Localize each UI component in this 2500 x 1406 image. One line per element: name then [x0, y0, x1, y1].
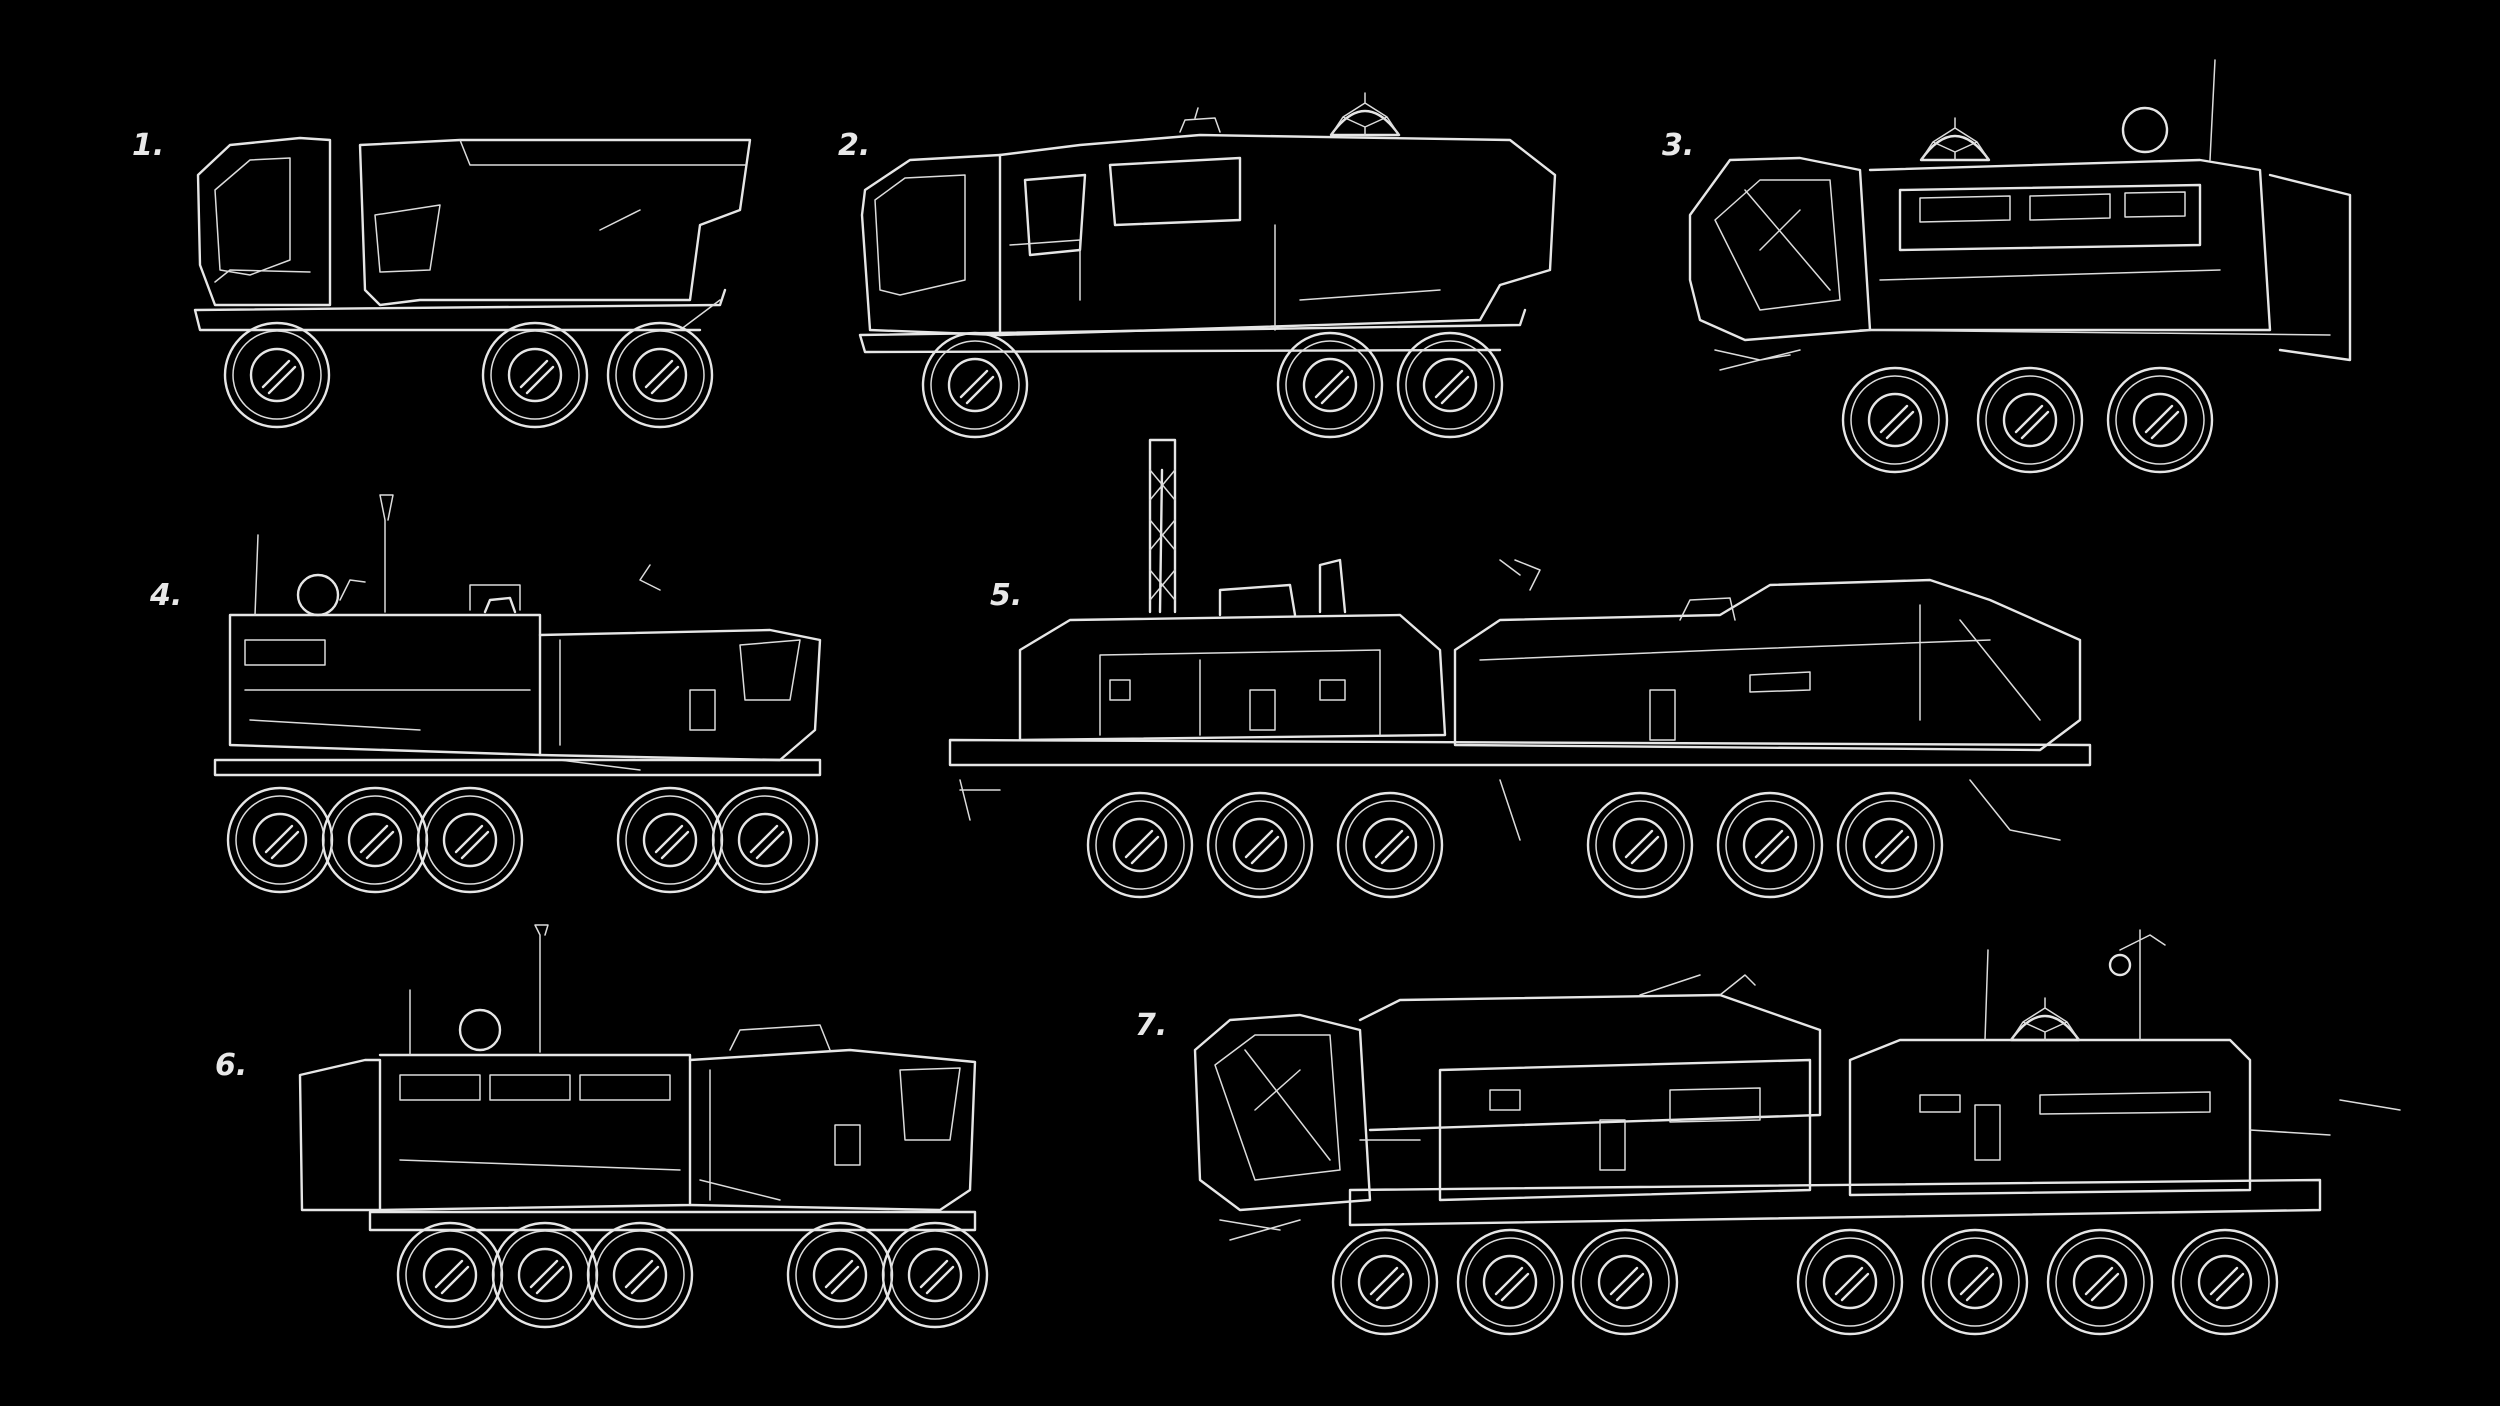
- vehicle-7: 7.: [1135, 929, 2401, 1336]
- vehicle-3: 3.: [1662, 59, 2352, 474]
- vehicle-4-label: 4.: [149, 578, 182, 613]
- vehicle-3-label: 3.: [1662, 128, 1694, 163]
- vehicle-4: 4.: [149, 494, 822, 894]
- vehicle-1: 1.: [132, 128, 752, 429]
- vehicle-2-label: 2.: [838, 128, 870, 163]
- vehicle-7-label: 7.: [1135, 1008, 1167, 1043]
- vehicle-2: 2.: [838, 91, 1557, 439]
- vehicle-6: 6.: [215, 924, 989, 1329]
- vehicle-1-label: 1.: [132, 128, 164, 163]
- vehicle-6-label: 6.: [215, 1048, 247, 1083]
- vehicle-5: 5.: [948, 438, 2092, 899]
- vehicle-5-label: 5.: [990, 578, 1022, 613]
